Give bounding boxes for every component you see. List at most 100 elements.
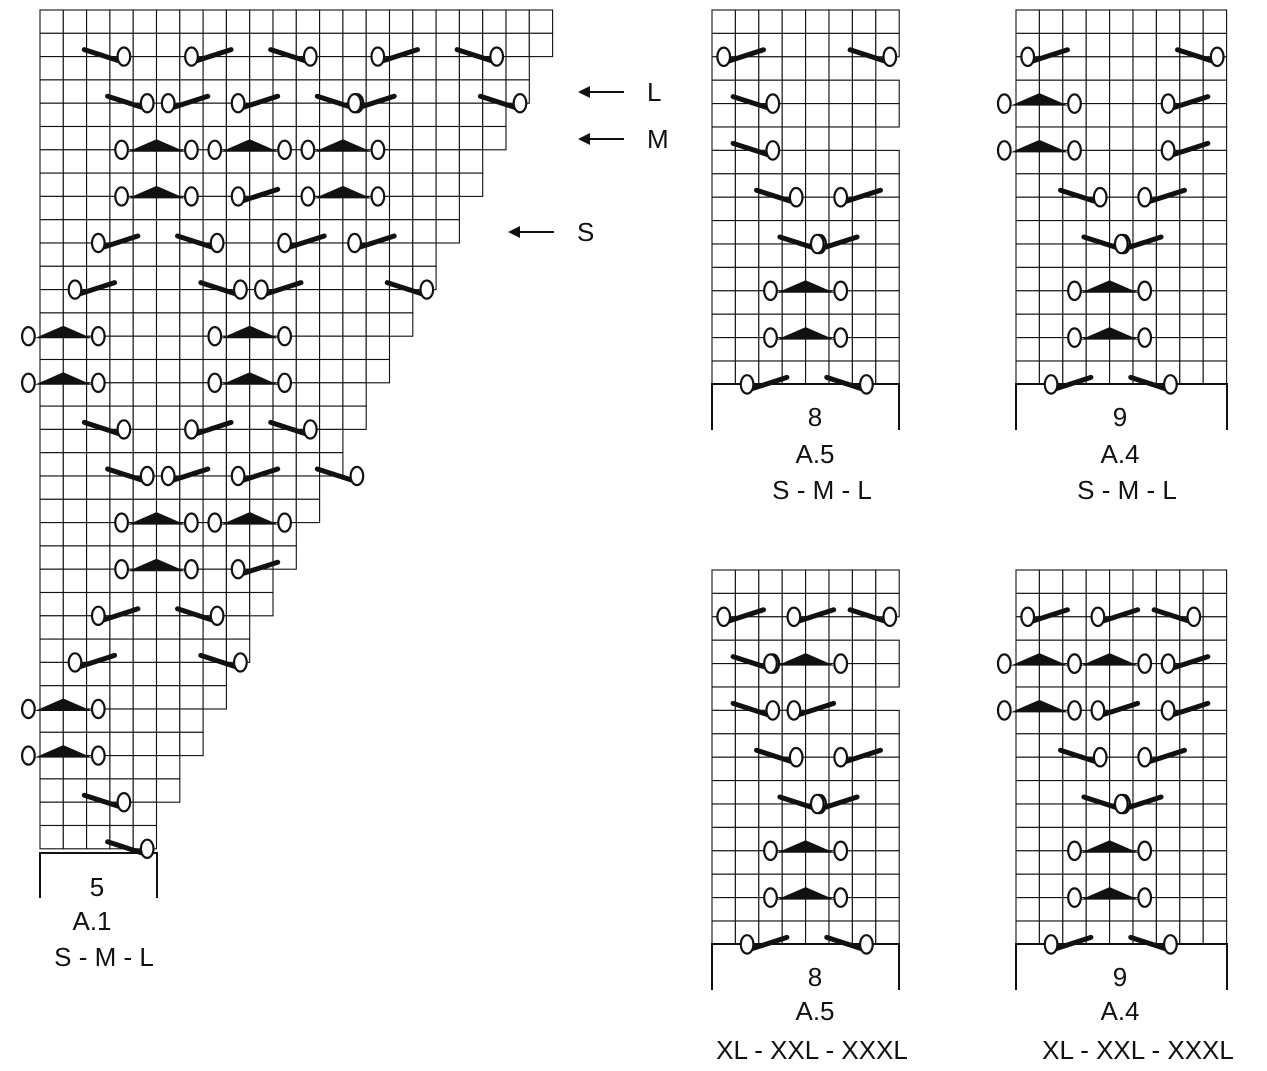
decrease-slash-icon bbox=[1090, 606, 1141, 628]
chart-cell bbox=[1179, 56, 1204, 81]
yarn-over-circle-icon bbox=[1043, 374, 1059, 395]
yarn-over-circle-icon bbox=[347, 92, 363, 114]
chart-cell bbox=[435, 125, 460, 151]
chart-cell bbox=[1109, 337, 1134, 362]
chart-cell bbox=[295, 452, 321, 477]
chart-cell bbox=[828, 79, 853, 105]
chart-cell bbox=[62, 125, 88, 151]
chart-cell bbox=[132, 149, 158, 174]
chart-cell bbox=[805, 756, 830, 782]
chart-cell bbox=[805, 173, 830, 198]
chart-cell bbox=[295, 312, 321, 337]
chart-cell bbox=[132, 568, 158, 594]
chart-cell bbox=[39, 452, 64, 477]
chart-cell bbox=[132, 358, 158, 384]
double-decrease-triangle-icon bbox=[1067, 887, 1153, 908]
chart-cell bbox=[1109, 196, 1134, 222]
chart-cell bbox=[1015, 220, 1040, 245]
chart-cell bbox=[1179, 337, 1204, 362]
chart-cell bbox=[39, 568, 64, 594]
double-decrease-triangle-icon bbox=[20, 745, 106, 766]
chart-cell bbox=[132, 382, 158, 407]
chart-cell bbox=[851, 850, 877, 875]
chart-cell bbox=[828, 616, 853, 641]
chart-cell bbox=[1132, 709, 1157, 735]
chart-cell bbox=[155, 708, 181, 733]
decrease-slash-icon bbox=[253, 279, 304, 300]
chart-cell bbox=[805, 920, 830, 945]
decrease-slash-icon bbox=[1058, 186, 1108, 208]
chart-cell bbox=[1038, 897, 1064, 922]
chart-cell bbox=[851, 663, 877, 688]
double-decrease-triangle-icon bbox=[114, 558, 199, 580]
chart-cell bbox=[155, 731, 181, 757]
chart-cell bbox=[86, 498, 111, 524]
chart-cell bbox=[1202, 592, 1228, 618]
chart-cell bbox=[711, 639, 736, 665]
chart-cell bbox=[711, 733, 736, 758]
decrease-slash-icon bbox=[1151, 606, 1202, 628]
repeat-bracket bbox=[711, 383, 900, 430]
yarn-over-circle-icon bbox=[184, 419, 199, 440]
chart-cell bbox=[875, 709, 900, 735]
chart-cell bbox=[86, 545, 111, 570]
chart-cell bbox=[132, 195, 158, 221]
chart-a4-xl-stitch-count: 9 bbox=[1113, 962, 1127, 992]
yarn-over-circle-icon bbox=[788, 746, 804, 768]
chart-cell bbox=[1179, 360, 1204, 385]
chart-cell bbox=[272, 475, 297, 500]
yarn-over-circle-icon bbox=[302, 419, 318, 440]
chart-cell bbox=[851, 337, 877, 362]
double-decrease-triangle-icon bbox=[1067, 653, 1153, 674]
yarn-over-circle-icon bbox=[765, 700, 781, 721]
chart-cell bbox=[388, 195, 414, 221]
chart-cell bbox=[1202, 103, 1228, 128]
chart-cell bbox=[225, 335, 251, 361]
chart-cell bbox=[202, 685, 227, 710]
chart-cell bbox=[758, 196, 783, 222]
chart-cell bbox=[202, 102, 227, 128]
triangle-mark bbox=[776, 327, 835, 340]
chart-cell bbox=[109, 335, 134, 361]
chart-cell bbox=[1062, 569, 1087, 594]
chart-cell bbox=[155, 149, 181, 174]
chart-cell bbox=[132, 522, 158, 547]
decrease-slash-icon bbox=[230, 186, 281, 207]
chart-cell bbox=[249, 32, 274, 58]
chart-cell bbox=[711, 149, 736, 175]
decrease-slash-icon bbox=[730, 93, 781, 114]
yarn-over-circle-icon bbox=[716, 606, 732, 628]
chart-cell bbox=[828, 592, 853, 618]
chart-cell bbox=[851, 897, 877, 922]
chart-cell bbox=[1015, 803, 1040, 828]
chart-cell bbox=[62, 9, 88, 34]
chart-cell bbox=[1155, 220, 1181, 245]
yarn-over-circle-icon bbox=[1137, 327, 1153, 348]
chart-cell bbox=[805, 360, 830, 385]
chart-cell bbox=[155, 32, 181, 58]
chart-cell bbox=[1038, 243, 1064, 268]
chart-cell bbox=[39, 475, 64, 500]
chart-cell bbox=[875, 360, 900, 385]
yarn-over-circle-icon bbox=[1160, 700, 1176, 721]
chart-cell bbox=[109, 638, 134, 663]
chart-cell bbox=[435, 79, 460, 104]
triangle-mark bbox=[34, 698, 92, 711]
chart-cell bbox=[528, 9, 554, 34]
chart-cell bbox=[295, 358, 321, 384]
chart-cell bbox=[249, 405, 274, 430]
chart-cell bbox=[734, 173, 760, 198]
chart-cell bbox=[734, 803, 760, 828]
chart-cell bbox=[412, 172, 437, 197]
triangle-mark bbox=[314, 185, 372, 199]
chart-cell bbox=[1202, 826, 1228, 852]
chart-cell bbox=[319, 428, 344, 454]
chart-cell bbox=[1038, 803, 1064, 828]
chart-cell bbox=[1155, 290, 1181, 315]
chart-cell bbox=[875, 290, 900, 315]
chart-a4-sml-grid bbox=[1015, 9, 1228, 430]
size-marker-l-label: L bbox=[647, 77, 661, 107]
decrease-slash-icon bbox=[90, 605, 141, 627]
chart-cell bbox=[781, 243, 807, 268]
chart-cell bbox=[435, 172, 460, 197]
